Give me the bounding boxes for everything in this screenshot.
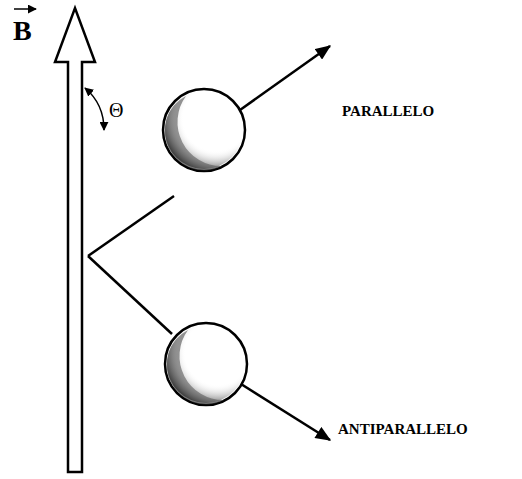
rod	[88, 256, 172, 334]
field-symbol: B	[13, 17, 32, 45]
angle-symbol: Θ	[109, 100, 123, 120]
rod	[88, 196, 174, 256]
field-arrow	[55, 8, 95, 472]
state-label: ANTIPARALLELO	[338, 422, 468, 437]
state-label: PARALLELO	[342, 104, 434, 119]
sphere-shading	[165, 91, 243, 169]
spin-arrow	[240, 46, 330, 110]
sphere	[163, 89, 245, 171]
spin-arrow	[241, 384, 330, 440]
angle-arc	[85, 88, 104, 130]
vector-arrow	[14, 8, 36, 10]
sphere-shading	[167, 325, 245, 403]
sphere	[165, 323, 247, 405]
